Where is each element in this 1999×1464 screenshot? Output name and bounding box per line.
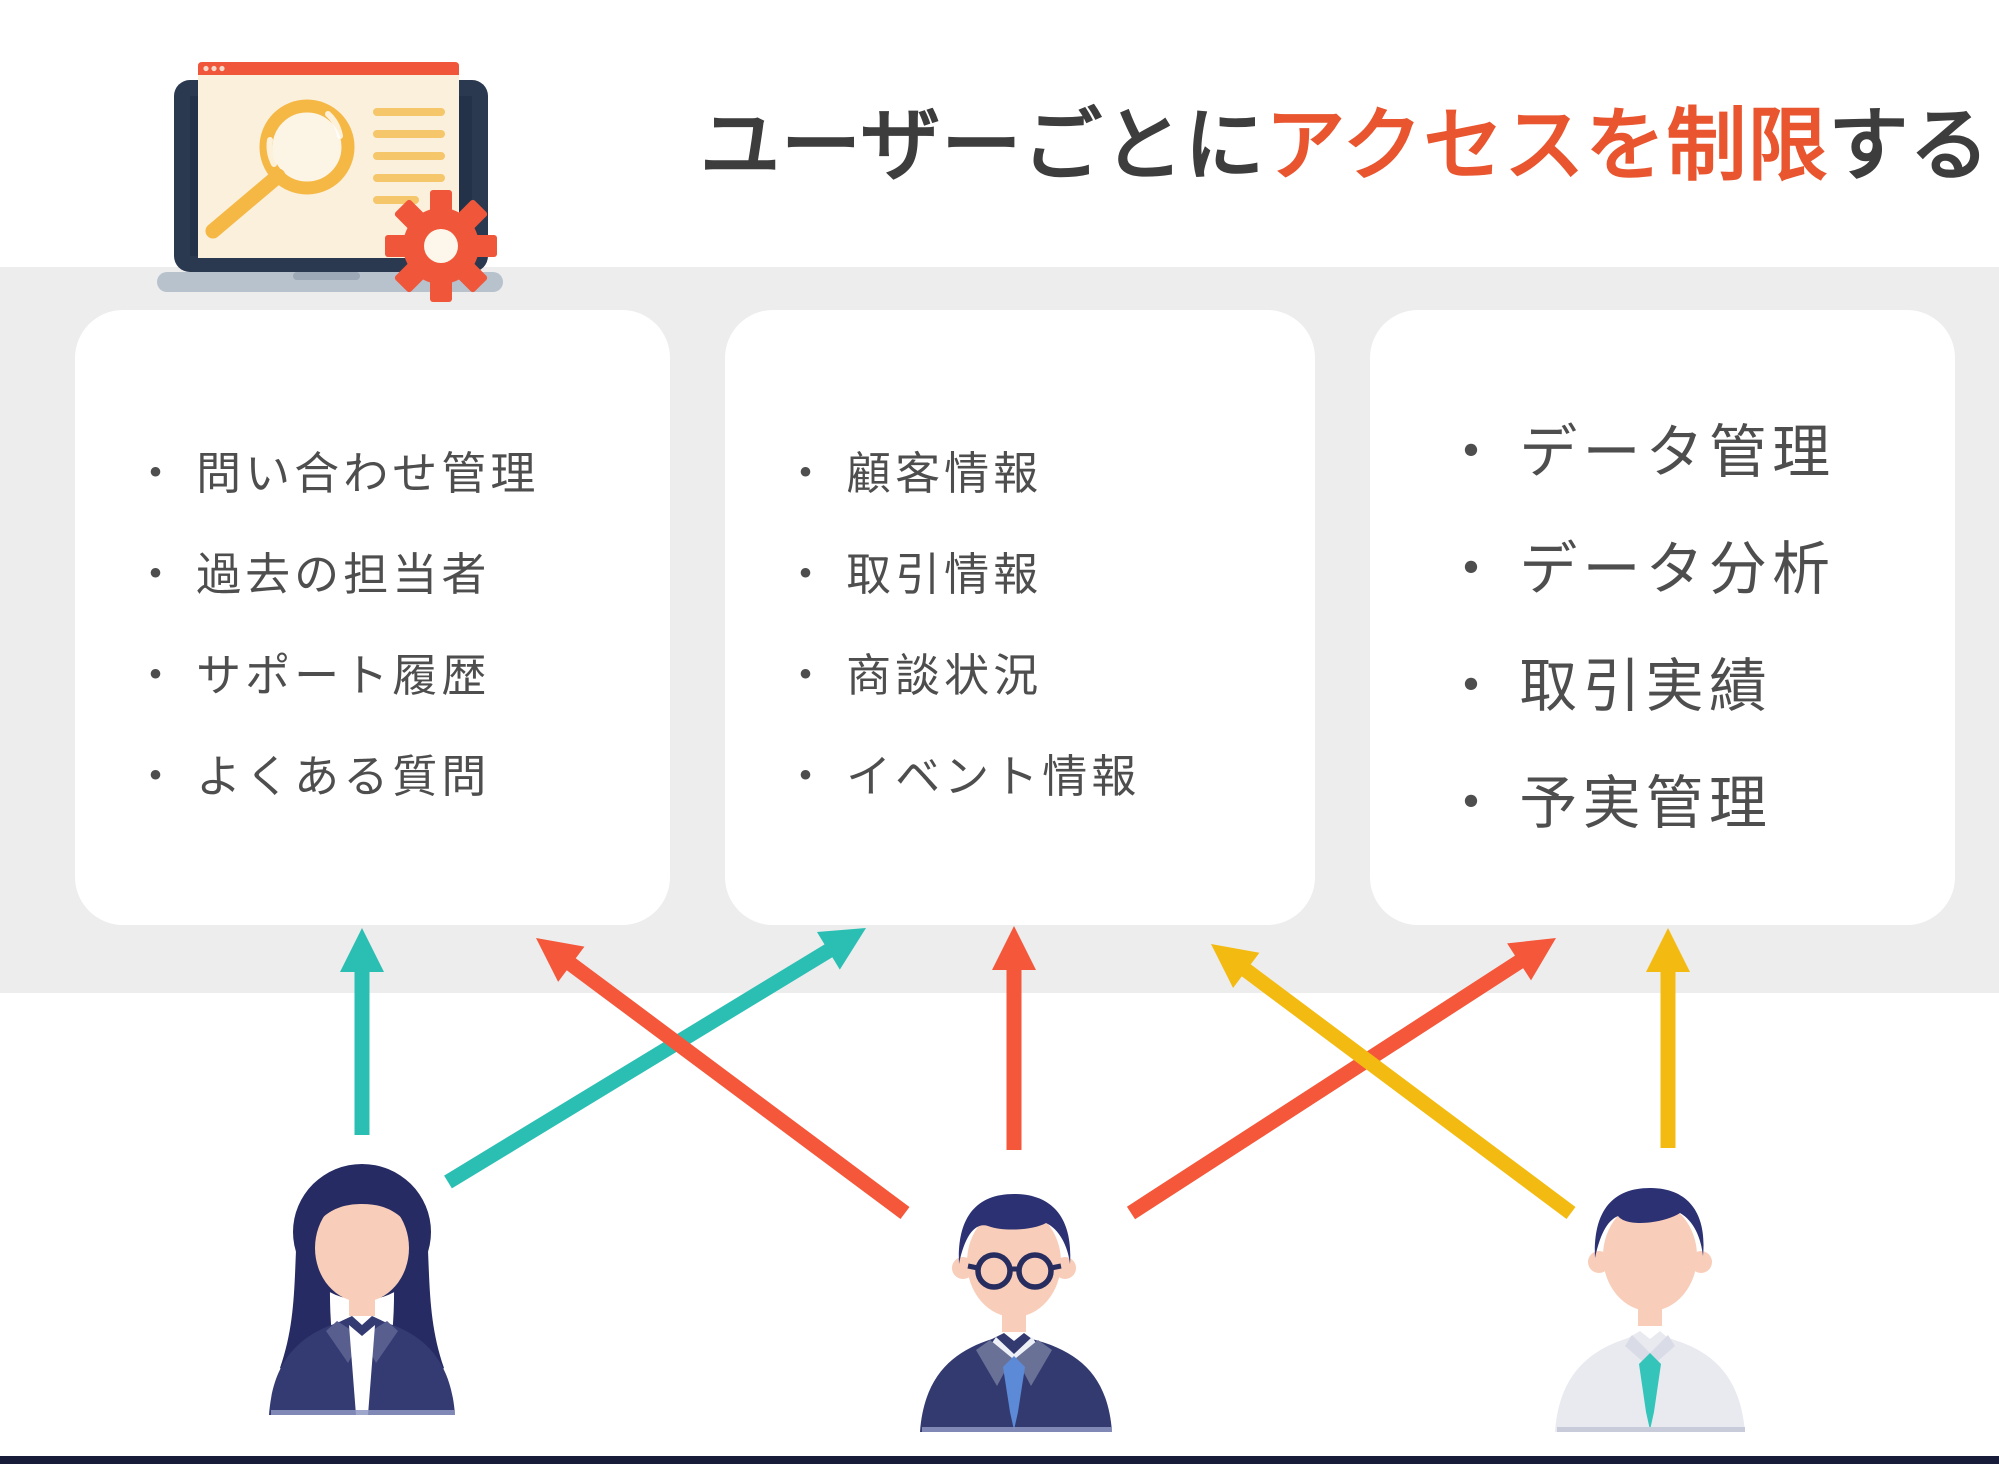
woman-body bbox=[269, 1316, 455, 1415]
list-item-label: 取引情報 bbox=[846, 550, 1043, 600]
bullet-icon: ・ bbox=[1442, 654, 1506, 719]
analyst-hair bbox=[1594, 1188, 1704, 1258]
list-item: ・予実管理 bbox=[1442, 745, 1955, 862]
man-tie bbox=[1003, 1356, 1025, 1430]
man-hair bbox=[958, 1194, 1071, 1264]
man-collar bbox=[990, 1337, 1038, 1371]
bullet-icon: ・ bbox=[133, 651, 183, 701]
man-body bbox=[920, 1333, 1112, 1432]
man-glasses-user-illustration bbox=[920, 1194, 1112, 1432]
permission-box-support: ・問い合わせ管理・過去の担当者・サポート履歴・よくある質問 bbox=[75, 310, 670, 925]
browser-dot bbox=[203, 65, 209, 72]
magnifier-icon bbox=[205, 99, 355, 239]
analyst-body bbox=[1555, 1331, 1745, 1432]
list-item-label: 顧客情報 bbox=[846, 449, 1043, 499]
list-item: ・過去の担当者 bbox=[133, 525, 670, 626]
list-item: ・サポート履歴 bbox=[133, 626, 670, 727]
browser-dot bbox=[219, 65, 225, 72]
bullet-icon: ・ bbox=[133, 550, 183, 600]
analyst-tie bbox=[1639, 1353, 1661, 1430]
laptop-base-notch bbox=[293, 272, 360, 280]
data-menu-list: ・データ管理・データ分析・取引実績・予実管理 bbox=[1370, 310, 1955, 862]
bullet-icon: ・ bbox=[1442, 537, 1506, 602]
list-item: ・イベント情報 bbox=[783, 727, 1315, 828]
bullet-icon: ・ bbox=[133, 449, 183, 499]
list-item: ・取引情報 bbox=[783, 525, 1315, 626]
list-item-label: 過去の担当者 bbox=[196, 550, 491, 600]
bullet-icon: ・ bbox=[783, 550, 833, 600]
analyst-collar bbox=[1625, 1335, 1675, 1368]
list-item: ・顧客情報 bbox=[783, 424, 1315, 525]
bullet-icon: ・ bbox=[783, 752, 833, 802]
woman-hair-fringe bbox=[304, 1184, 420, 1246]
list-item-label: よくある質問 bbox=[196, 752, 491, 802]
permission-box-sales: ・顧客情報・取引情報・商談状況・イベント情報 bbox=[725, 310, 1315, 925]
list-item-label: 問い合わせ管理 bbox=[196, 449, 540, 499]
list-item: ・データ分析 bbox=[1442, 511, 1955, 628]
woman-face bbox=[315, 1194, 409, 1302]
browser-title-bar bbox=[198, 62, 459, 75]
list-item: ・取引実績 bbox=[1442, 628, 1955, 745]
woman-user-illustration bbox=[269, 1164, 455, 1415]
list-item-label: 取引実績 bbox=[1519, 654, 1773, 719]
text-lines bbox=[373, 108, 445, 204]
list-item: ・商談状況 bbox=[783, 626, 1315, 727]
support-menu-list: ・問い合わせ管理・過去の担当者・サポート履歴・よくある質問 bbox=[75, 310, 670, 828]
list-item-label: サポート履歴 bbox=[196, 651, 491, 701]
man-tie-user-illustration bbox=[1555, 1188, 1745, 1432]
bottom-rule bbox=[0, 1456, 1999, 1464]
bullet-icon: ・ bbox=[1442, 771, 1506, 836]
list-item-label: データ管理 bbox=[1519, 420, 1836, 485]
list-item-label: データ分析 bbox=[1519, 537, 1836, 602]
title-prefix: ユーザーごとに bbox=[700, 101, 1266, 190]
list-item-label: イベント情報 bbox=[846, 752, 1141, 802]
permission-box-data: ・データ管理・データ分析・取引実績・予実管理 bbox=[1370, 310, 1955, 925]
list-item: ・よくある質問 bbox=[133, 727, 670, 828]
title-highlight: アクセスを制限 bbox=[1265, 101, 1829, 190]
title-suffix: する bbox=[1828, 101, 1991, 190]
bullet-icon: ・ bbox=[783, 651, 833, 701]
analyst-face bbox=[1603, 1201, 1697, 1311]
list-item-label: 商談状況 bbox=[846, 651, 1043, 701]
page-title: ユーザーごとにアクセスを制限する bbox=[700, 98, 1990, 194]
browser-dot bbox=[211, 65, 217, 72]
gear-icon bbox=[385, 190, 497, 302]
list-item: ・問い合わせ管理 bbox=[133, 424, 670, 525]
woman-shirt bbox=[349, 1325, 375, 1415]
laptop-search-icon bbox=[157, 62, 503, 302]
man-glasses-icon bbox=[967, 1252, 1062, 1290]
bullet-icon: ・ bbox=[783, 449, 833, 499]
list-item: ・データ管理 bbox=[1442, 394, 1955, 511]
list-item-label: 予実管理 bbox=[1519, 771, 1773, 836]
sales-menu-list: ・顧客情報・取引情報・商談状況・イベント情報 bbox=[725, 310, 1315, 828]
bullet-icon: ・ bbox=[133, 752, 183, 802]
bullet-icon: ・ bbox=[1442, 420, 1506, 485]
